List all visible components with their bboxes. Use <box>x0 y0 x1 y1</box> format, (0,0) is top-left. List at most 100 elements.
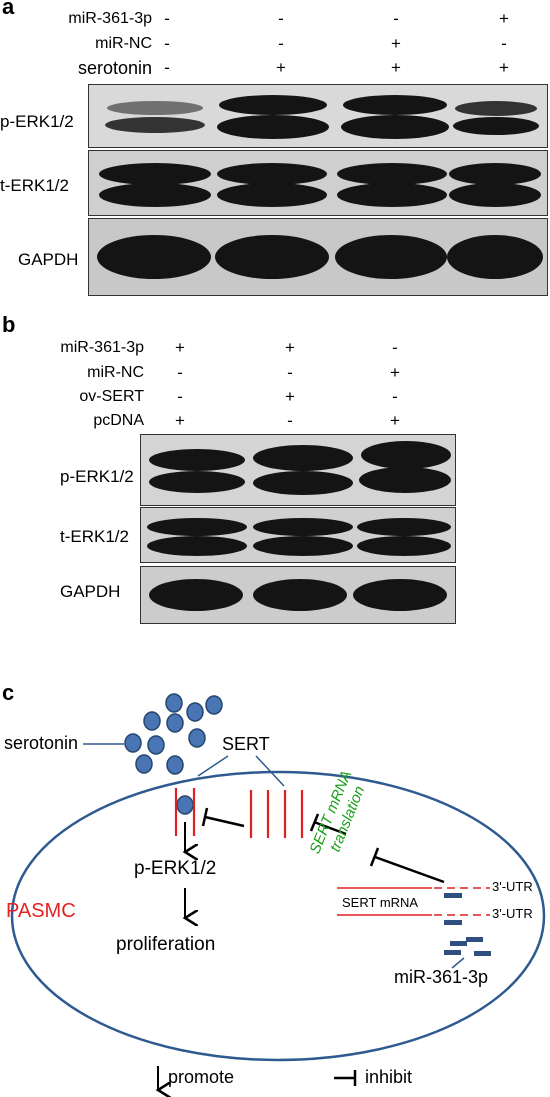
band <box>215 235 329 279</box>
panel-a-blot-gapdh <box>88 218 548 296</box>
utr-label-2: 3'-UTR <box>492 906 533 921</box>
band <box>253 471 353 495</box>
inhibit-arrow-membrane <box>204 815 245 828</box>
band <box>253 518 353 536</box>
band <box>253 445 353 471</box>
sert-mrna-label: SERT mRNA <box>342 895 419 910</box>
band <box>337 163 447 185</box>
band <box>99 183 211 207</box>
band <box>455 101 537 116</box>
panel-b-blot-gapdh <box>140 566 456 624</box>
inhibit-arrow-translation <box>313 820 347 836</box>
band <box>97 235 211 279</box>
utr-label-1: 3'-UTR <box>492 879 533 894</box>
panel-b-sign: - <box>177 363 183 382</box>
band <box>253 579 347 611</box>
band <box>147 536 247 556</box>
band <box>107 101 203 115</box>
panel-b-sign: + <box>285 387 295 406</box>
band <box>149 579 243 611</box>
inhibit-bar-translation <box>309 813 320 832</box>
inhibit-arrow-mirna <box>374 855 445 884</box>
panel-a-blot-label-perk: p-ERK1/2 <box>0 112 74 131</box>
panel-a-sign: + <box>499 58 509 77</box>
band <box>341 115 449 139</box>
panel-b-label-mirnc: miR-NC <box>87 364 144 381</box>
panel-b-sign: + <box>390 363 400 382</box>
panel-a-sign: - <box>278 34 284 53</box>
panel-b-sign: - <box>287 363 293 382</box>
band <box>447 235 543 279</box>
pasmc-cell-outline <box>10 770 546 1062</box>
panel-b-label-ovsert: ov-SERT <box>79 388 144 405</box>
panel-a-letter: a <box>2 0 15 19</box>
panel-b-sign: + <box>175 411 185 430</box>
proliferation-label: proliferation <box>116 934 216 955</box>
panel-a-sign: - <box>164 9 170 28</box>
band <box>147 518 247 536</box>
band <box>353 579 447 611</box>
panel-a-blot-label-terk: t-ERK1/2 <box>0 176 69 195</box>
band <box>357 536 451 556</box>
band <box>217 163 327 185</box>
panel-a-blot-terk <box>88 150 548 216</box>
panel-b-sign: + <box>390 411 400 430</box>
panel-b-letter: b <box>2 312 16 337</box>
panel-b-blot-label-terk: t-ERK1/2 <box>60 527 129 546</box>
panel-a-sign: - <box>501 34 507 53</box>
band <box>149 471 245 493</box>
panel-b-sign: + <box>175 338 185 357</box>
panel-b-sign: - <box>392 387 398 406</box>
band <box>105 117 205 133</box>
panel-b-label-mir361: miR-361-3p <box>60 339 144 356</box>
band <box>361 441 451 469</box>
sert-transporters <box>174 788 304 838</box>
panel-a-sign: + <box>499 9 509 28</box>
band <box>449 163 541 185</box>
panel-b-sign: - <box>392 338 398 357</box>
panel-a-sign: + <box>276 58 286 77</box>
panel-b-label-pcdna: pcDNA <box>93 412 144 429</box>
panel-a-sign: - <box>393 9 399 28</box>
panel-a-sign: + <box>391 34 401 53</box>
legend-inhibit-label: inhibit <box>365 1067 413 1087</box>
panel-a-label-serotonin: serotonin <box>77 58 152 78</box>
band <box>343 95 447 115</box>
pasmc-label: PASMC <box>6 900 76 922</box>
band <box>149 449 245 471</box>
panel-b-sign: - <box>177 387 183 406</box>
band <box>99 163 211 185</box>
band <box>359 467 451 493</box>
sert-label: SERT <box>222 734 270 754</box>
band <box>337 183 447 207</box>
mirna-label: miR-361-3p <box>394 967 489 987</box>
panel-b-blot-terk <box>140 507 456 563</box>
panel-b-sign: - <box>287 411 293 430</box>
panel-b-blot-label-gapdh: GAPDH <box>60 582 121 601</box>
panel-b-blot-perk <box>140 434 456 506</box>
band <box>453 117 539 135</box>
band <box>253 536 353 556</box>
mirna-pointer-line <box>451 957 465 969</box>
band <box>335 235 447 279</box>
band <box>219 95 327 115</box>
perk-label: p-ERK1/2 <box>134 858 217 879</box>
band <box>449 183 541 207</box>
panel-a-sign: - <box>278 9 284 28</box>
panel-a-sign: + <box>391 58 401 77</box>
panel-b-sign: + <box>285 338 295 357</box>
panel-a-blot-label-gapdh: GAPDH <box>18 250 79 269</box>
band <box>217 115 329 139</box>
panel-a-label-mirnc: miR-NC <box>95 35 152 52</box>
band <box>217 183 327 207</box>
sert-pointer-line <box>197 755 229 777</box>
mirna-molecules <box>444 893 491 956</box>
sert-pointer-line <box>255 755 285 787</box>
panel-a-blot-perk <box>88 84 548 148</box>
panel-c-letter: c <box>2 680 15 705</box>
panel-a-sign: - <box>164 34 170 53</box>
band <box>357 518 451 536</box>
legend-promote-label: promote <box>168 1067 235 1087</box>
panel-b-blot-label-perk: p-ERK1/2 <box>60 467 134 486</box>
